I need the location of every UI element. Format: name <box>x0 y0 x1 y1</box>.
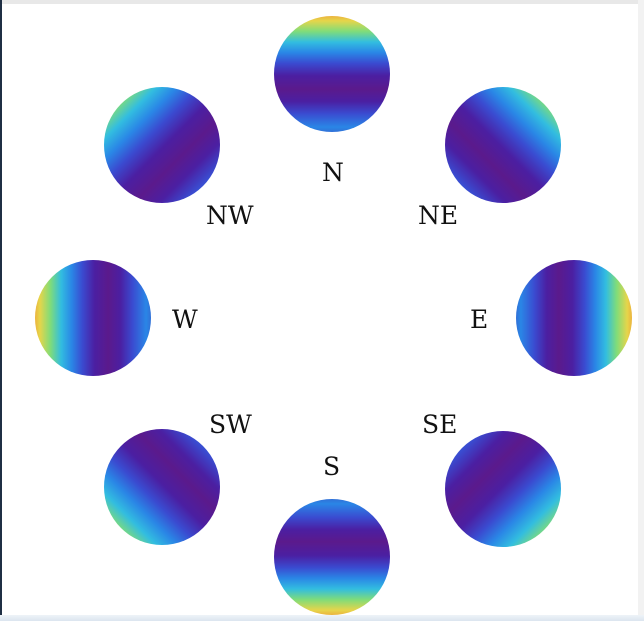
disc-e <box>516 260 632 376</box>
disc-s <box>274 499 390 615</box>
disc-n <box>274 16 390 132</box>
label-n: N <box>322 160 344 185</box>
label-nw: NW <box>206 203 254 228</box>
label-se: SE <box>422 412 457 437</box>
disc-ne <box>445 87 561 203</box>
disc-sw <box>104 429 220 545</box>
disc-nw <box>104 87 220 203</box>
label-e: E <box>470 307 488 332</box>
disc-se <box>445 431 561 547</box>
bottom-border <box>0 615 644 621</box>
disc-w <box>35 260 151 376</box>
label-s: S <box>323 454 340 479</box>
label-ne: NE <box>418 203 458 228</box>
label-sw: SW <box>209 412 252 437</box>
label-w: W <box>172 307 198 332</box>
right-border <box>638 0 644 621</box>
top-border <box>0 0 644 4</box>
left-border <box>0 0 2 621</box>
